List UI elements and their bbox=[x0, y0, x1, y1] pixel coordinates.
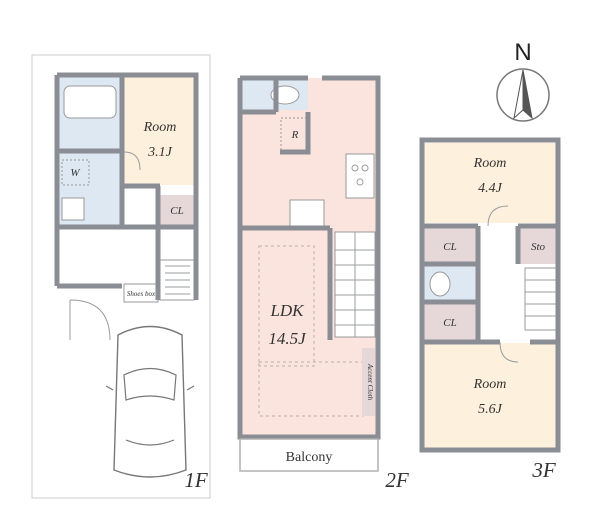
room-1f bbox=[124, 77, 194, 185]
walls-2f bbox=[237, 75, 381, 440]
floor-2f: LDK 14.5J R Accent Cloth Balcony 2F bbox=[237, 75, 409, 492]
balcony bbox=[239, 438, 379, 472]
storage-label: Sto bbox=[531, 241, 546, 253]
door-swing-3f-top bbox=[487, 205, 509, 227]
accent-cloth-wall bbox=[362, 348, 375, 416]
entrance-door bbox=[69, 299, 111, 341]
door-swing-3f-bottom bbox=[499, 341, 519, 363]
toilet-icon-3f bbox=[429, 271, 451, 297]
room-3f-bottom bbox=[424, 343, 556, 448]
floor-1f: Room 3.1J W CL Shoes box 1F bbox=[31, 54, 211, 499]
washer-label: W bbox=[70, 167, 80, 179]
ceiling-outline-lower bbox=[258, 361, 364, 417]
stairs-3f bbox=[524, 267, 557, 331]
ldk-size: 14.5J bbox=[268, 329, 307, 348]
closet-3f-bottom-label: CL bbox=[443, 317, 456, 329]
room-3f-bottom-size: 5.6J bbox=[478, 402, 503, 417]
floor-3f: Room 4.4J CL Sto CL Room 5.6J 3F bbox=[419, 137, 561, 482]
kitchen-sink-icon bbox=[289, 199, 325, 227]
closet-3f-bottom bbox=[424, 304, 476, 340]
shoes-box-label: Shoes box bbox=[127, 290, 156, 298]
stairs-1f bbox=[159, 259, 195, 301]
site-boundary bbox=[31, 54, 211, 499]
room-3f-top bbox=[424, 143, 556, 223]
door-swing bbox=[123, 151, 141, 171]
ldk-name: LDK bbox=[269, 301, 305, 320]
accent-cloth-label: Accent Cloth bbox=[366, 363, 374, 401]
room-1f-name: Room bbox=[143, 120, 177, 135]
car-icon bbox=[105, 325, 195, 478]
room-3f-top-size: 4.4J bbox=[478, 181, 503, 196]
stairs-2f bbox=[334, 231, 376, 338]
floor-1f-label: 1F bbox=[184, 468, 208, 492]
room-3f-top-name: Room bbox=[473, 156, 507, 171]
room-1f-size: 3.1J bbox=[147, 145, 173, 160]
floor-2f-label: 2F bbox=[385, 468, 409, 492]
fridge-label: R bbox=[291, 129, 299, 141]
storage-3f bbox=[520, 228, 556, 264]
bathtub-icon bbox=[63, 85, 117, 119]
closet-1f bbox=[160, 195, 194, 225]
ceiling-outline bbox=[258, 245, 315, 367]
stove-icon bbox=[345, 153, 375, 199]
balcony-label: Balcony bbox=[286, 450, 333, 465]
walls-3f bbox=[419, 137, 561, 453]
north-arrow-shade bbox=[522, 69, 533, 120]
compass: N bbox=[496, 39, 550, 122]
floor-3f-label: 3F bbox=[531, 458, 556, 482]
closet-3f-top-label: CL bbox=[443, 241, 456, 253]
sink-icon bbox=[61, 197, 85, 221]
closet-3f-top bbox=[424, 228, 476, 264]
walls-1f bbox=[54, 72, 199, 300]
room-3f-bottom-name: Room bbox=[473, 377, 507, 392]
closet-1f-label: CL bbox=[170, 205, 183, 217]
washer-space bbox=[61, 159, 90, 186]
compass-n-label: N bbox=[514, 39, 531, 66]
